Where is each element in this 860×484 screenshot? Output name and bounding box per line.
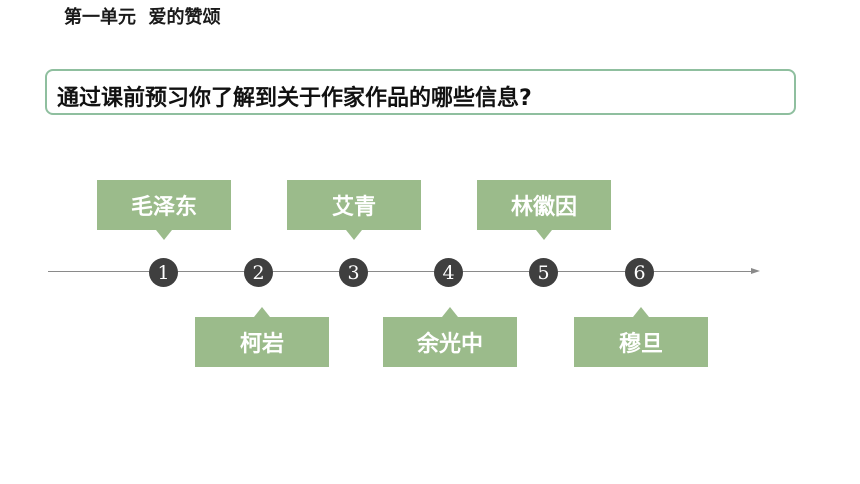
question-box: 通过课前预习你了解到关于作家作品的哪些信息? [45,69,796,115]
timeline-node-2: 2 [244,258,273,287]
timeline-node-6: 6 [625,258,654,287]
timeline-node-4: 4 [434,258,463,287]
timeline-line [48,271,752,272]
author-card-mao-zedong: 毛泽东 [97,180,231,240]
author-card-yu-guangzhong: 余光中 [383,307,517,367]
unit-title: 第一单元 爱的赞颂 [64,7,221,28]
timeline-node-1: 1 [149,258,178,287]
timeline-node-5: 5 [529,258,558,287]
timeline-arrow-icon [751,268,760,274]
author-card-mu-dan: 穆旦 [574,307,708,367]
author-card-ke-yan: 柯岩 [195,307,329,367]
timeline-node-3: 3 [339,258,368,287]
author-card-lin-huiyin: 林徽因 [477,180,611,240]
author-card-ai-qing: 艾青 [287,180,421,240]
question-text: 通过课前预习你了解到关于作家作品的哪些信息? [57,86,532,111]
